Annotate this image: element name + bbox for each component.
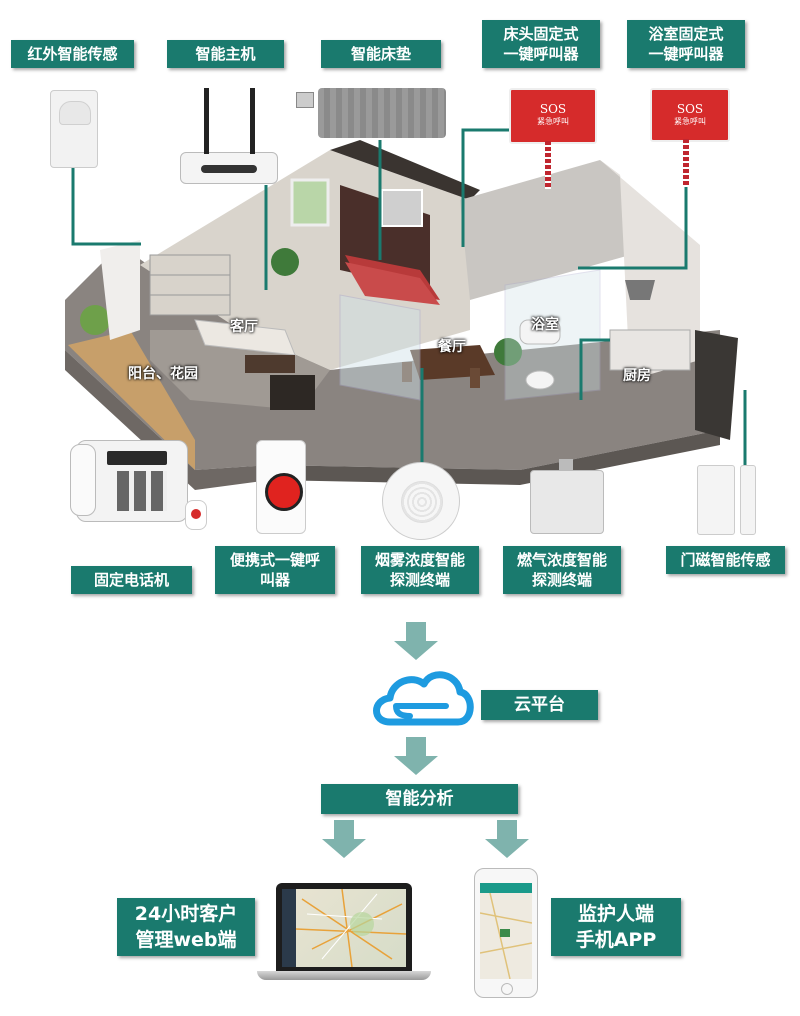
label-smart-host: 智能主机 [167,40,284,68]
down-arrow-icon [394,622,438,660]
label-bedside-caller: 床头固定式 一键呼叫器 [482,20,600,68]
label-web-console: 24小时客户 管理web端 [117,898,255,956]
label-smart-mattress: 智能床垫 [321,40,441,68]
label-cloud-platform: 云平台 [481,690,598,720]
antenna-left-icon [204,88,209,154]
label-smoke-detector: 烟雾浓度智能 探测终端 [361,546,479,594]
label-bathroom-caller: 浴室固定式 一键呼叫器 [627,20,745,68]
pull-cord-icon [683,139,689,187]
room-label-kitchen: 厨房 [623,368,651,384]
label-door-sensor: 门磁智能传感 [666,546,785,574]
label-portable-caller: 便携式一键呼 叫器 [215,546,335,594]
label-guardian-app: 监护人端 手机APP [551,898,681,956]
map-screen [282,889,406,967]
room-label-bath: 浴室 [531,317,559,333]
infrared-sensor-image [50,90,98,168]
label-telephone: 固定电话机 [71,566,192,594]
door-sensor-magnet-image [740,465,756,535]
phone-map-screen [480,883,532,979]
pendant-button-icon [185,500,207,530]
laptop-base [257,971,431,980]
room-label-dining: 餐厅 [438,339,466,355]
room-label-living: 客厅 [230,319,258,335]
bedside-sos-device: SOS 紧急呼叫 [509,88,597,144]
label-infrared-sensor: 红外智能传感 [11,40,134,68]
smoke-detector-image [382,462,460,540]
house-base [65,245,720,470]
door-sensor-main-image [697,465,735,535]
mattress-image [318,88,446,138]
down-arrow-icon [394,737,438,775]
label-gas-detector: 燃气浓度智能 探测终端 [503,546,621,594]
host-router-image [180,152,278,184]
cloud-icon [373,671,474,726]
sos-subtext: 紧急呼叫 [537,117,569,126]
sos-text: SOS [539,102,567,116]
mattress-plug-icon [296,92,314,108]
bathroom-sos-device: SOS 紧急呼叫 [650,88,730,142]
antenna-right-icon [250,88,255,154]
handset-icon [70,444,96,516]
laptop-image [276,883,412,971]
gas-detector-image [530,459,604,534]
label-smart-analysis: 智能分析 [321,784,518,814]
portable-caller-image [256,440,306,534]
down-arrow-left-icon [322,820,366,858]
sos-subtext: 紧急呼叫 [674,117,706,126]
pull-cord-icon [545,141,551,189]
down-arrow-right-icon [485,820,529,858]
room-label-balcony: 阳台、花园 [128,366,198,382]
sos-text: SOS [676,102,704,116]
smartphone-image [474,868,538,998]
